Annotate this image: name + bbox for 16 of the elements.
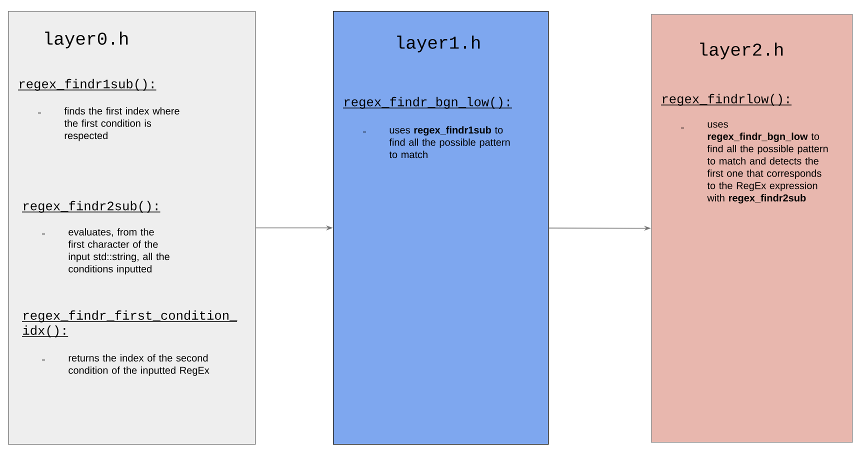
function-name: regex_findr1sub(): [18, 78, 157, 91]
file-box [8, 11, 256, 445]
file-title: layer2.h [700, 42, 783, 60]
description: returns the index of the second condition of the inputted RegEx [68, 354, 210, 376]
file-box [651, 14, 853, 443]
function-name: regex_findrlow(): [660, 94, 792, 106]
file-title: layer0.h [45, 32, 128, 48]
file-title: layer1.h [397, 36, 480, 52]
description: uses regex_findr1sub to find all the possible pattern to match [389, 126, 510, 158]
function-name: regex_findr2sub(): [22, 200, 161, 213]
function-name: regex_findr_bgn_low(): [342, 96, 512, 109]
description: evaluates, from the first character of the input std::string, all the conditions inputted [68, 228, 170, 274]
description: finds the first index where the first condition is respected [64, 107, 180, 142]
function-name: regex_findr_first_condition_ idx(): [22, 310, 238, 338]
file-box [333, 11, 549, 445]
description: uses regex_findr_bgn_low to find all the possible pattern to match and detects the first one that corresponds to the RegEx expression with regex_findr2sub [707, 122, 828, 204]
